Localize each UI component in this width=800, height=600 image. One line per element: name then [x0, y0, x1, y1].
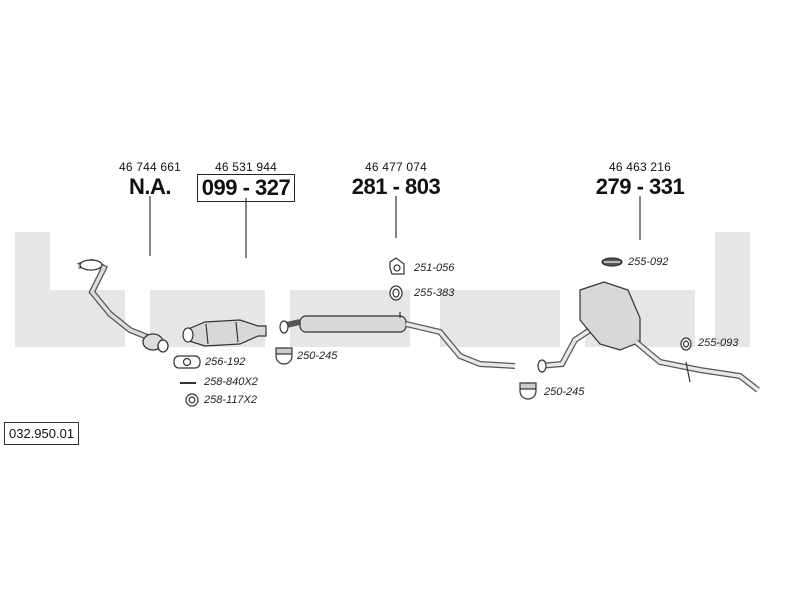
accessory-code[interactable]: 255-092 — [628, 256, 669, 268]
accessory-code[interactable]: 258-117X2 — [204, 394, 258, 406]
accessory-code[interactable]: 251-056 — [414, 262, 455, 274]
ring-gasket-icon — [185, 393, 199, 407]
leader-lines — [149, 196, 641, 258]
accessory-code[interactable]: 258-840X2 — [204, 376, 258, 388]
catalytic-converter-part[interactable] — [182, 319, 267, 347]
oe-number-catalytic-converter: 46 531 944 — [214, 160, 278, 174]
oe-number-middle-silencer: 46 477 074 — [364, 160, 428, 174]
accessory-code[interactable]: 256-192 — [205, 356, 246, 368]
clamp-icon — [275, 347, 293, 365]
rear-silencer-part[interactable] — [537, 281, 760, 393]
accessory-code[interactable]: 255-383 — [414, 287, 455, 299]
hanger-bracket-icon — [389, 257, 405, 275]
front-pipe-part[interactable] — [77, 258, 169, 353]
part-number-rear-silencer[interactable]: 279 - 331 — [595, 174, 685, 199]
clamp-icon — [519, 382, 537, 400]
flange-gasket-icon — [173, 355, 201, 369]
accessory-code[interactable]: 250-245 — [297, 350, 338, 362]
rubber-mount-icon — [601, 257, 623, 267]
part-number-middle-silencer[interactable]: 281 - 803 — [351, 174, 441, 199]
oe-number-front-pipe: 46 744 661 — [118, 160, 182, 174]
rubber-ring-icon — [680, 337, 692, 351]
part-number-front-pipe[interactable]: N.A. — [129, 174, 172, 199]
part-number-catalytic-converter-wrap: 099 - 327 — [176, 174, 316, 202]
accessory-code[interactable]: 250-245 — [544, 386, 585, 398]
oe-number-rear-silencer: 46 463 216 — [608, 160, 672, 174]
rubber-ring-icon — [389, 285, 403, 301]
part-number-catalytic-converter[interactable]: 099 - 327 — [196, 174, 296, 202]
accessory-code[interactable]: 255-093 — [698, 337, 739, 349]
catalog-reference: 032.950.01 — [4, 422, 80, 445]
middle-silencer-part[interactable] — [279, 312, 516, 369]
